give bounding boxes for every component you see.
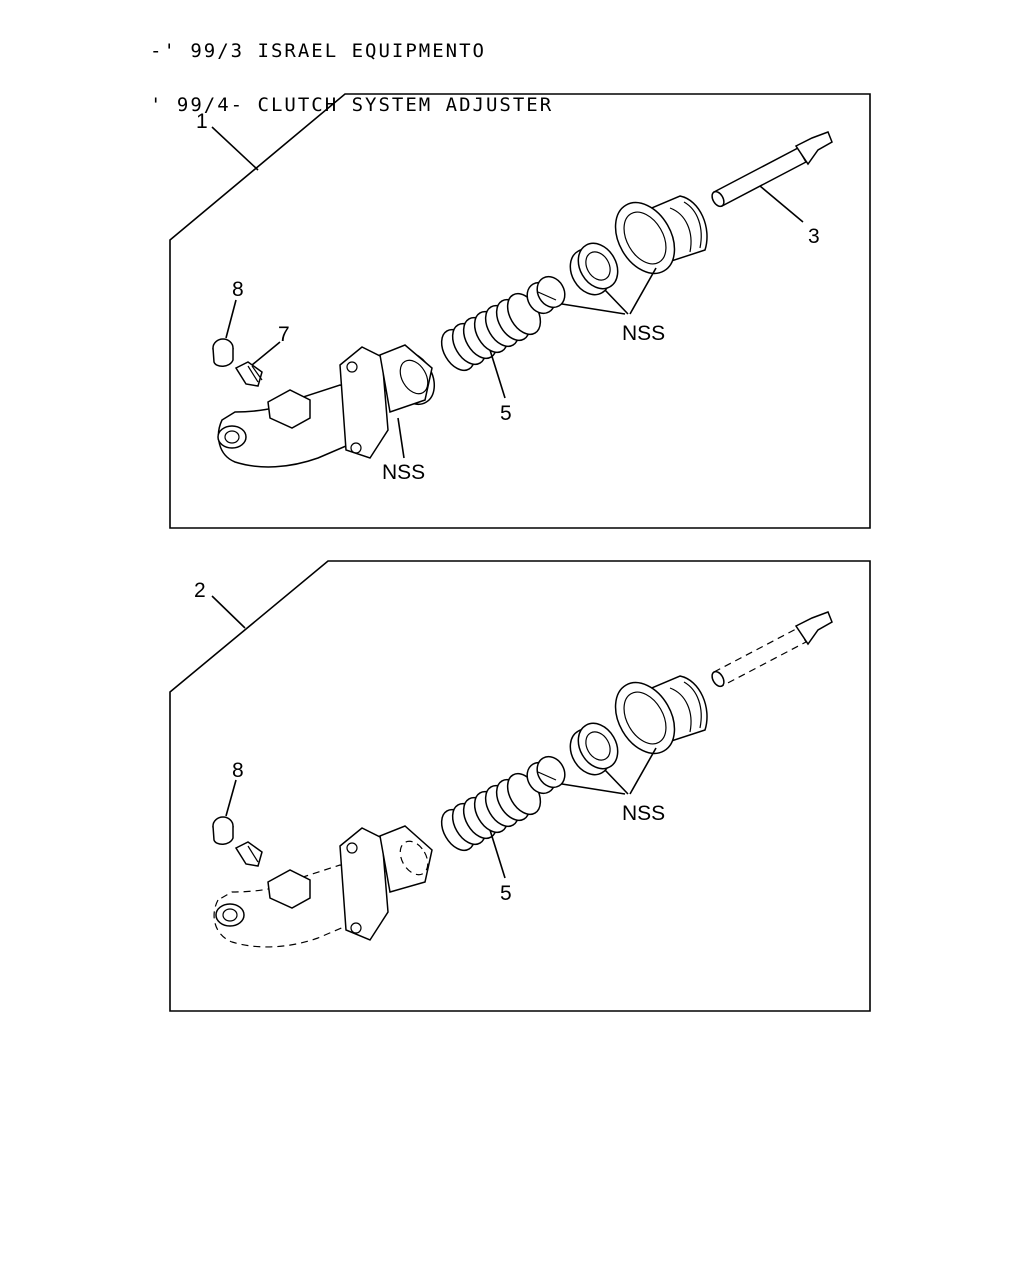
leader-nss-a — [561, 303, 626, 315]
label-5-top: 5 — [500, 402, 512, 425]
panel-bottom: 2 8 5 — [169, 560, 871, 1012]
callout-2: 2 — [194, 579, 206, 602]
piston-cup — [526, 275, 566, 315]
leader-nss-bottom — [397, 417, 405, 459]
piston-bottom — [569, 722, 619, 776]
leader-nss-f — [629, 747, 657, 795]
leader-5-top — [489, 349, 506, 399]
cylinder-housing-outline — [213, 825, 433, 948]
bleeder-screw — [234, 361, 263, 387]
label-5-bottom: 5 — [500, 882, 512, 905]
leader-7 — [251, 341, 281, 366]
dust-boot-bottom — [614, 675, 708, 755]
return-spring-bottom — [440, 772, 542, 852]
leader-8-top — [225, 299, 237, 339]
callout-1: 1 — [196, 110, 208, 133]
bleeder-cap-bottom — [212, 816, 234, 845]
label-3: 3 — [808, 225, 820, 248]
label-8-bottom: 8 — [232, 759, 244, 782]
leader-nss-b — [604, 289, 629, 315]
dust-boot — [614, 195, 708, 275]
label-nss-right-bottom: NSS — [622, 802, 665, 825]
header-line-2: ' 99/4- CLUTCH SYSTEM ADJUSTER — [150, 94, 554, 116]
piston-cup-bottom — [526, 755, 566, 795]
cylinder-housing — [217, 344, 436, 468]
callout-2-leader — [211, 595, 246, 629]
bleeder-cap — [212, 338, 234, 367]
bleeder-screw-bottom — [234, 841, 263, 867]
piston — [569, 242, 619, 296]
label-nss-bottom: NSS — [382, 461, 425, 484]
push-rod-outline — [711, 611, 833, 688]
leader-nss-c — [629, 267, 657, 315]
diagram-header: -' 99/3 ISRAEL EQUIPMENTO ' 99/4- CLUTCH… — [150, 6, 553, 132]
leader-8-bottom — [225, 779, 237, 817]
leader-3 — [759, 185, 804, 223]
leader-5-bottom — [489, 829, 506, 879]
panel-top-frame — [169, 93, 871, 529]
panel-bottom-frame — [169, 560, 871, 1012]
label-8-top: 8 — [232, 278, 244, 301]
leader-nss-d — [561, 783, 626, 795]
leader-nss-e — [604, 769, 629, 795]
label-nss-right-top: NSS — [622, 322, 665, 345]
label-7: 7 — [278, 323, 290, 346]
callout-1-leader — [211, 126, 259, 171]
panel-top: 1 7 8 5 — [169, 93, 871, 529]
push-rod — [711, 131, 833, 208]
header-line-1: -' 99/3 ISRAEL EQUIPMENTO — [150, 40, 486, 62]
